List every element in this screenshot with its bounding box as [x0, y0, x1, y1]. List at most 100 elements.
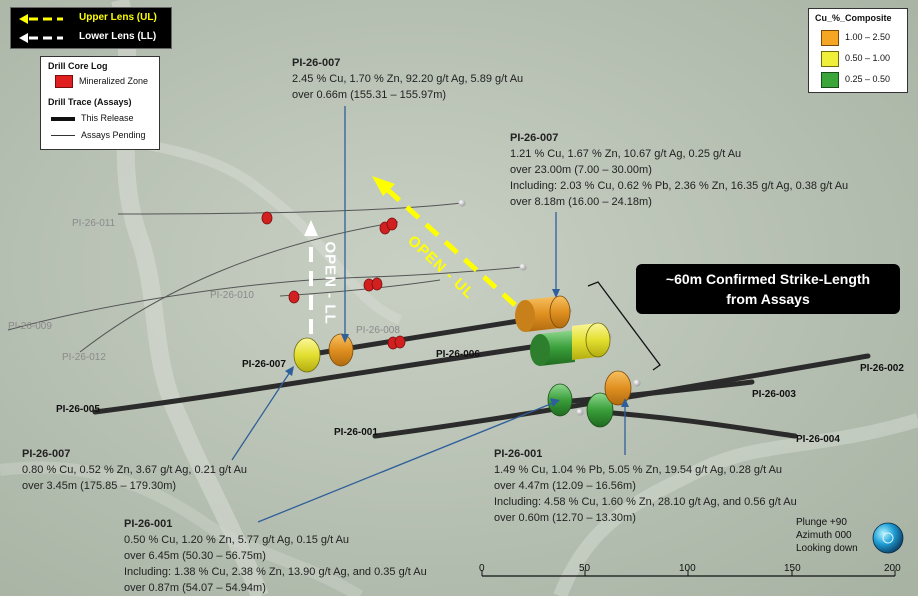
hole-label-pi-26-004: PI-26-004 — [796, 434, 840, 445]
leader-arrowhead — [341, 334, 349, 343]
open-ll-arrow-head — [304, 220, 318, 236]
cu-range-mid: 0.50 – 1.00 — [845, 53, 891, 63]
leader-arrowhead — [552, 289, 560, 298]
annotation-line: over 0.87m (54.07 – 54.94m) — [124, 582, 266, 594]
core-log-title: Drill Core Log — [48, 61, 108, 71]
hole-label-pi-26-007: PI-26-007 — [242, 359, 286, 370]
annotation-pi-26-001-deep: PI-26-001 0.50 % Cu, 1.20 % Zn, 5.77 g/t… — [124, 516, 427, 596]
trace-pi-26-004 — [597, 409, 798, 439]
strike-length-callout: ~60m Confirmed Strike-Length from Assays — [636, 264, 900, 314]
assay-cylinder-face — [585, 322, 611, 358]
annotation-line: over 8.18m (16.00 – 24.18m) — [510, 196, 652, 208]
assay-cylinder-end — [515, 300, 535, 332]
leader-arrowhead — [550, 398, 560, 407]
trace-pi-26-011 — [117, 202, 463, 215]
lower-lens-arrow-icon — [19, 33, 63, 43]
annotation-pi-26-007-upper: PI-26-007 2.45 % Cu, 1.70 % Zn, 92.20 g/… — [292, 55, 523, 103]
terrain-path — [553, 413, 918, 596]
annotation-title: PI-26-007 — [510, 132, 559, 144]
assay-cylinder-end — [530, 334, 550, 366]
assay-disc-orange — [604, 370, 632, 406]
mineralized-zone — [394, 335, 406, 349]
open-ll-arrow — [304, 220, 318, 334]
leader-arrowhead — [621, 398, 629, 407]
annotation-line: 1.21 % Cu, 1.67 % Zn, 10.67 g/t Ag, 0.25… — [510, 148, 742, 160]
mineralized-swatch — [55, 75, 73, 88]
hole-label-pi-26-012: PI-26-012 — [62, 352, 106, 363]
mineralized-label: Mineralized Zone — [79, 76, 149, 86]
lens-legend: Upper Lens (UL) Lower Lens (LL) — [10, 7, 172, 49]
assay-disc-orange — [328, 333, 354, 367]
annotation-line: over 23.00m (7.00 – 30.00m) — [510, 164, 652, 176]
cu-range-high: 1.00 – 2.50 — [845, 32, 891, 42]
hole-label-pi-26-009: PI-26-009 — [8, 321, 52, 332]
plunge-text: Plunge +90 — [796, 517, 847, 528]
annotation-title: PI-26-007 — [22, 448, 71, 460]
open-ul-arrow-head — [372, 176, 395, 196]
annotation-line: Including: 1.38 % Cu, 2.38 % Zn, 13.90 g… — [124, 566, 427, 578]
hole-label-pi-26-002: PI-26-002 — [860, 363, 904, 374]
collar-marker — [458, 199, 466, 207]
azimuth-text: Azimuth 000 — [796, 530, 852, 541]
collar-marker — [519, 263, 527, 271]
annotation-line: 2.45 % Cu, 1.70 % Zn, 92.20 g/t Ag, 5.89… — [292, 73, 524, 85]
leader-arrowhead — [285, 366, 294, 376]
annotation-pi-26-001-shallow: PI-26-001 1.49 % Cu, 1.04 % Pb, 5.05 % Z… — [494, 446, 797, 526]
mineralized-zone — [371, 277, 383, 291]
mineralized-zone — [386, 217, 398, 231]
this-release-swatch — [51, 117, 75, 121]
scale-tick-label: 150 — [784, 563, 801, 574]
open-ll-label: OPEN - LL — [321, 241, 339, 325]
assay-disc-green — [586, 392, 614, 428]
annotation-title: PI-26-001 — [494, 448, 543, 460]
drill-trace-title: Drill Trace (Assays) — [48, 97, 132, 107]
annotation-pi-26-007-deep: PI-26-007 0.80 % Cu, 0.52 % Zn, 3.67 g/t… — [22, 446, 247, 494]
open-ul-arrow-line — [386, 188, 517, 307]
terrain-path — [0, 461, 364, 596]
cu-swatch-high — [821, 30, 839, 46]
mineralized-zone — [261, 211, 273, 225]
assay-cylinder-face — [549, 295, 571, 329]
trace-pi-26-010 — [7, 266, 524, 331]
strike-length-bracket — [587, 281, 661, 371]
cu-swatch-low — [821, 72, 839, 88]
annotation-line: over 3.45m (175.85 – 179.30m) — [22, 480, 177, 492]
assay-disc-yellow — [293, 337, 321, 373]
drill-legend: Drill Core Log Mineralized Zone Drill Tr… — [40, 56, 160, 150]
hole-label-pi-26-008: PI-26-008 — [356, 325, 400, 336]
mineralized-zone — [288, 290, 300, 304]
lower-lens-label: Lower Lens (LL) — [79, 31, 157, 42]
leader-line — [257, 402, 554, 523]
mineralized-zones — [261, 211, 406, 350]
cu-swatch-mid — [821, 51, 839, 67]
annotation-line: over 0.66m (155.31 – 155.97m) — [292, 89, 447, 101]
hole-label-pi-26-010: PI-26-010 — [210, 290, 254, 301]
annotation-line: Including: 2.03 % Cu, 0.62 % Pb, 2.36 % … — [510, 180, 849, 192]
leader-arrowheads — [285, 289, 629, 407]
scale-tick-label: 0 — [479, 563, 485, 574]
annotation-title: PI-26-007 — [292, 57, 341, 69]
compass-sphere-icon[interactable] — [872, 522, 904, 554]
pending-label: Assays Pending — [81, 130, 146, 140]
scale-tick-label: 200 — [884, 563, 901, 574]
leader-line — [231, 371, 291, 461]
trace-pi-26-003 — [557, 379, 755, 405]
hole-label-pi-26-006: PI-26-006 — [436, 349, 480, 360]
orientation-text: Plunge +90 Azimuth 000 Looking down — [796, 516, 858, 555]
annotation-line: over 4.47m (12.09 – 16.56m) — [494, 480, 636, 492]
annotation-line: 0.80 % Cu, 0.52 % Zn, 3.67 g/t Ag, 0.21 … — [22, 464, 248, 476]
hole-label-pi-26-001: PI-26-001 — [334, 427, 378, 438]
scale-tick-label: 100 — [679, 563, 696, 574]
upper-lens-arrow-icon — [19, 14, 63, 24]
hole-label-pi-26-011: PI-26-011 — [72, 218, 116, 229]
leader-lines — [231, 106, 626, 523]
open-ul-arrow — [372, 176, 517, 307]
annotation-pi-26-007-shallow: PI-26-007 1.21 % Cu, 1.67 % Zn, 10.67 g/… — [510, 130, 848, 210]
annotation-line: over 0.60m (12.70 – 13.30m) — [494, 512, 636, 524]
annotation-line: over 6.45m (50.30 – 56.75m) — [124, 550, 266, 562]
collar-marker — [633, 379, 641, 387]
cu-range-low: 0.25 – 0.50 — [845, 74, 891, 84]
this-release-label: This Release — [81, 113, 134, 123]
annotation-title: PI-26-001 — [124, 518, 173, 530]
